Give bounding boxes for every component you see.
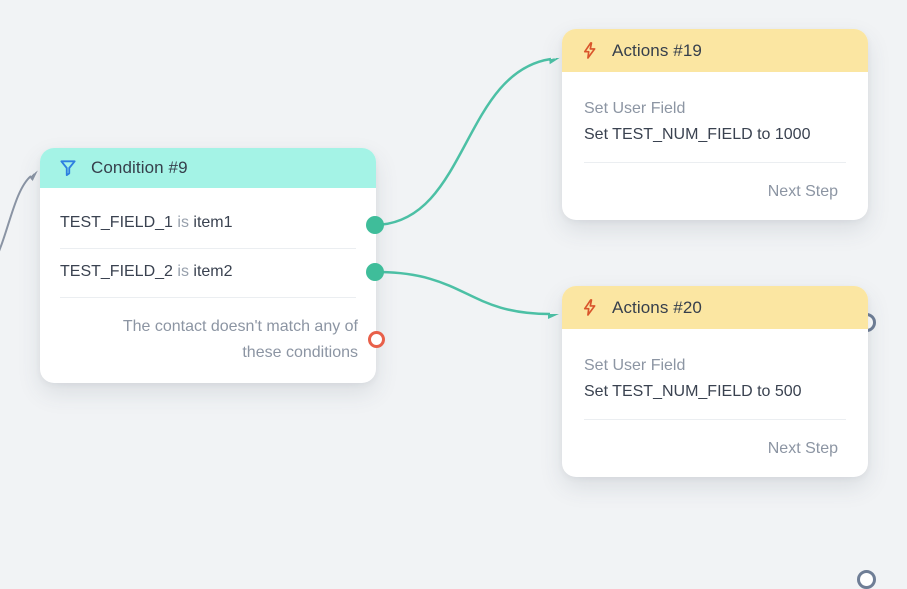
actions19-node[interactable]: Actions #19 Set User Field Set TEST_NUM_…: [562, 29, 876, 332]
next-step-label: Next Step: [767, 183, 838, 200]
condition-value: item2: [193, 263, 233, 280]
condition-row[interactable]: TEST_FIELD_1 is item1: [40, 188, 376, 248]
action-detail[interactable]: Set TEST_NUM_FIELD to 500: [584, 383, 802, 400]
actions19-node-header[interactable]: Actions #19: [562, 29, 868, 72]
condition-node[interactable]: Condition #9 TEST_FIELD_1 is item1 TEST_…: [40, 148, 385, 383]
footer-divider: [584, 162, 846, 163]
condition-value: item1: [193, 214, 233, 231]
actions20-node-header[interactable]: Actions #20: [562, 286, 868, 329]
edge-condition2-to-actions20: [375, 270, 550, 314]
filter-icon: [58, 158, 78, 178]
lightning-icon: [580, 297, 599, 318]
next-step-port[interactable]: [857, 570, 876, 589]
actions20-node-title: Actions #20: [612, 297, 702, 317]
condition-field: TEST_FIELD_1: [60, 214, 173, 231]
lightning-icon: [580, 40, 599, 61]
condition-operator: is: [177, 214, 189, 231]
actions19-node-title: Actions #19: [612, 40, 702, 60]
no-match-output-port[interactable]: [368, 331, 385, 348]
row-divider: [60, 297, 356, 298]
condition-operator: is: [177, 263, 189, 280]
condition-field: TEST_FIELD_2: [60, 263, 173, 280]
action-detail[interactable]: Set TEST_NUM_FIELD to 1000: [584, 126, 811, 143]
no-match-text: The contact doesn't match any of these c…: [122, 318, 358, 361]
edge-condition1-to-actions19: [375, 59, 551, 227]
action-type-label: Set User Field: [584, 100, 686, 117]
edge-layer: [0, 0, 907, 506]
next-step-label: Next Step: [767, 440, 838, 457]
row-divider: [60, 248, 356, 249]
condition-output-port-2[interactable]: [366, 263, 384, 281]
condition-row[interactable]: TEST_FIELD_2 is item2: [40, 249, 376, 297]
actions20-node[interactable]: Actions #20 Set User Field Set TEST_NUM_…: [562, 286, 876, 589]
condition-output-port-1[interactable]: [366, 216, 384, 234]
action-type-label: Set User Field: [584, 357, 686, 374]
condition-node-header[interactable]: Condition #9: [40, 148, 376, 188]
footer-divider: [584, 419, 846, 420]
condition-node-title: Condition #9: [91, 158, 188, 177]
incoming-edge: [0, 176, 31, 252]
